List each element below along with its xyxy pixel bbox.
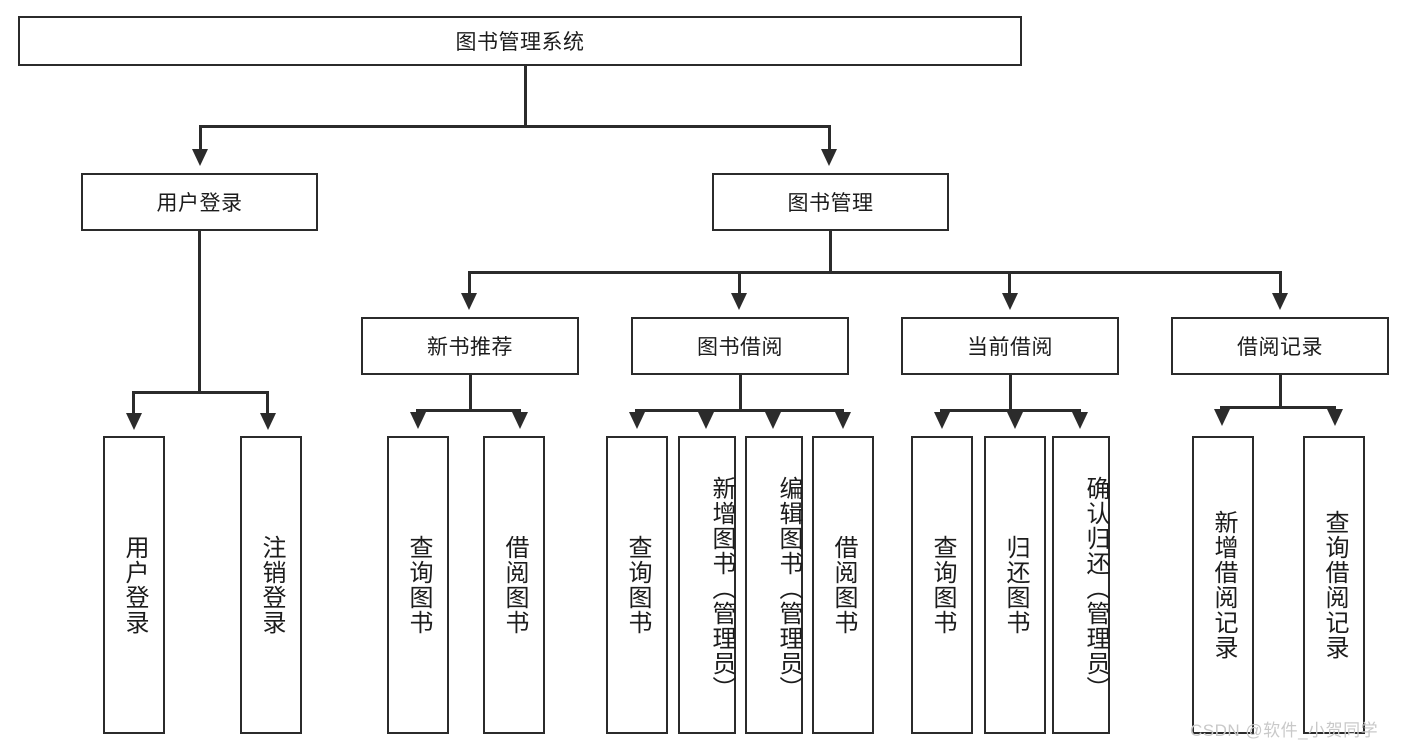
node-user-login[interactable]: 用户登录 <box>81 173 318 231</box>
node-leaf-user-logout[interactable]: 注销登录 <box>240 436 302 734</box>
node-label: 查询图书 <box>928 535 956 635</box>
connector-user-login-bus <box>132 391 269 394</box>
node-label: 确认归还（管理员） <box>1082 475 1109 701</box>
arrow-to-leaf-query-book-1 <box>410 412 426 429</box>
connector-book-manage-trunk <box>829 231 832 271</box>
connector-borrowrecord-drop-2 <box>1333 406 1336 410</box>
node-label: 借阅图书 <box>829 535 857 635</box>
csdn-watermark: CSDN @软件_小贺同学 <box>1190 721 1379 740</box>
connector-borrowrecord-drop-1 <box>1220 406 1223 410</box>
arrow-to-current-borrow <box>1002 293 1018 310</box>
connector-user-login-drop-1 <box>132 391 135 413</box>
arrow-to-leaf-confirm-return <box>1072 412 1088 429</box>
arrow-to-leaf-borrow-book-2 <box>835 412 851 429</box>
connector-borrowrecord-trunk <box>1279 375 1282 408</box>
connector-root-trunk <box>524 66 527 125</box>
node-leaf-query-record[interactable]: 查询借阅记录 <box>1303 436 1365 734</box>
node-label: 新增借阅记录 <box>1209 510 1237 660</box>
node-label: 注销登录 <box>257 535 285 635</box>
connector-level2-bus <box>199 125 831 128</box>
arrow-to-leaf-user-logout <box>260 413 276 430</box>
connector-level2-drop-left <box>199 125 202 149</box>
connector-level3-drop-4 <box>1279 271 1282 293</box>
arrow-to-borrow-record <box>1272 293 1288 310</box>
arrow-to-leaf-query-book-3 <box>934 412 950 429</box>
node-leaf-user-login[interactable]: 用户登录 <box>103 436 165 734</box>
node-book-borrow[interactable]: 图书借阅 <box>631 317 849 375</box>
node-label: 图书管理系统 <box>455 31 585 54</box>
node-label: 用户登录 <box>120 535 148 635</box>
connector-bookborrow-trunk <box>739 375 742 411</box>
node-root-system[interactable]: 图书管理系统 <box>18 16 1022 66</box>
node-label: 用户登录 <box>156 192 243 215</box>
connector-level3-bus <box>468 271 1282 274</box>
connector-currentborrow-bus <box>940 409 1081 412</box>
node-label: 图书借阅 <box>697 336 783 359</box>
node-leaf-add-book[interactable]: 新增图书（管理员） <box>678 436 736 734</box>
node-leaf-borrow-book-1[interactable]: 借阅图书 <box>483 436 545 734</box>
node-leaf-return-book[interactable]: 归还图书 <box>984 436 1046 734</box>
arrow-to-leaf-query-book-2 <box>629 412 645 429</box>
arrow-to-book-manage <box>821 149 837 166</box>
node-label: 查询图书 <box>404 535 432 635</box>
node-current-borrow[interactable]: 当前借阅 <box>901 317 1119 375</box>
connector-user-login-trunk <box>198 231 201 391</box>
connector-recommend-trunk <box>469 375 472 411</box>
connector-user-login-drop-2 <box>266 391 269 413</box>
node-leaf-confirm-return[interactable]: 确认归还（管理员） <box>1052 436 1110 734</box>
node-label: 借阅记录 <box>1237 336 1323 359</box>
node-leaf-query-book-3[interactable]: 查询图书 <box>911 436 973 734</box>
arrow-to-new-book-recommend <box>461 293 477 310</box>
arrow-to-leaf-return-book <box>1007 412 1023 429</box>
node-label: 归还图书 <box>1001 535 1029 635</box>
connector-borrowrecord-bus <box>1220 406 1336 409</box>
arrow-to-leaf-query-record <box>1327 409 1343 426</box>
node-label: 当前借阅 <box>967 336 1053 359</box>
node-label: 查询借阅记录 <box>1320 510 1348 660</box>
node-label: 图书管理 <box>787 192 874 215</box>
node-leaf-borrow-book-2[interactable]: 借阅图书 <box>812 436 874 734</box>
connector-level2-drop-right <box>828 125 831 149</box>
arrow-to-book-borrow <box>731 293 747 310</box>
connector-bookborrow-bus <box>635 409 844 412</box>
node-label: 新书推荐 <box>427 336 513 359</box>
node-borrow-record[interactable]: 借阅记录 <box>1171 317 1389 375</box>
arrow-to-leaf-user-login <box>126 413 142 430</box>
node-new-book-recommend[interactable]: 新书推荐 <box>361 317 579 375</box>
arrow-to-user-login <box>192 149 208 166</box>
node-leaf-query-book-1[interactable]: 查询图书 <box>387 436 449 734</box>
connector-level3-drop-1 <box>468 271 471 293</box>
node-book-manage[interactable]: 图书管理 <box>712 173 949 231</box>
node-leaf-add-record[interactable]: 新增借阅记录 <box>1192 436 1254 734</box>
node-label: 借阅图书 <box>500 535 528 635</box>
arrow-to-leaf-edit-book <box>765 412 781 429</box>
node-label: 编辑图书（管理员） <box>775 475 802 701</box>
arrow-to-leaf-add-book <box>698 412 714 429</box>
connector-level3-drop-2 <box>738 271 741 293</box>
node-label: 新增图书（管理员） <box>708 475 735 701</box>
arrow-to-leaf-add-record <box>1214 409 1230 426</box>
node-leaf-edit-book[interactable]: 编辑图书（管理员） <box>745 436 803 734</box>
arrow-to-leaf-borrow-book-1 <box>512 412 528 429</box>
node-leaf-query-book-2[interactable]: 查询图书 <box>606 436 668 734</box>
node-label: 查询图书 <box>623 535 651 635</box>
connector-recommend-bus <box>416 409 521 412</box>
connector-level3-drop-3 <box>1008 271 1011 293</box>
connector-currentborrow-trunk <box>1009 375 1012 411</box>
